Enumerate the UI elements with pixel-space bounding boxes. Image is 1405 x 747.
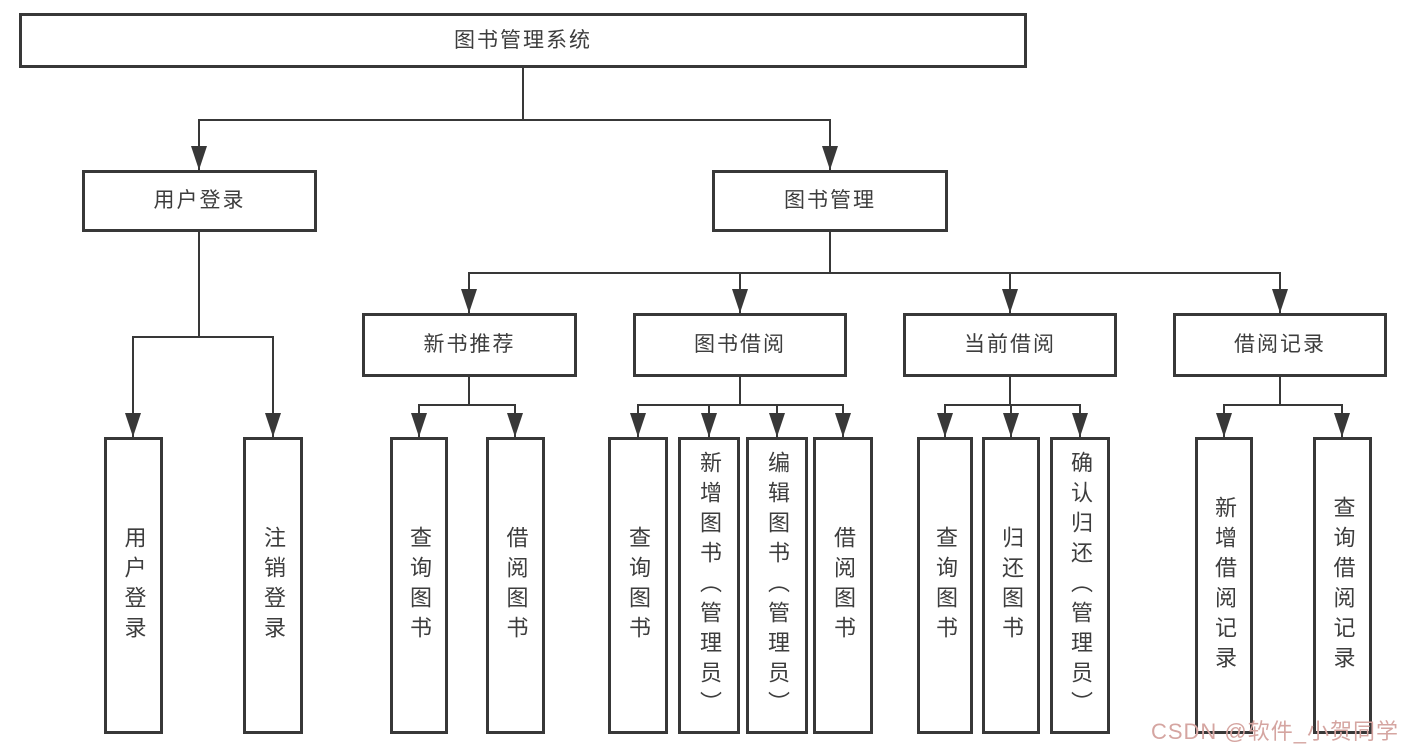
arrowhead-icon [461, 289, 477, 313]
node-edit-books-admin: 编辑图书（管理员） [746, 437, 808, 734]
arrowhead-icon [701, 413, 717, 437]
connector-current-borrowing-split [944, 404, 1081, 406]
node-query-books-recommend: 查询图书 [390, 437, 448, 734]
node-borrow-books-recommend: 借阅图书 [486, 437, 545, 734]
node-query-borrow-record: 查询借阅记录 [1313, 437, 1372, 734]
node-query-books-current: 查询图书 [917, 437, 973, 734]
arrowhead-icon [411, 413, 427, 437]
connector-borrowing-records-stem [1279, 377, 1281, 405]
arrowhead-icon [769, 413, 785, 437]
arrowhead-icon [1072, 413, 1088, 437]
node-current-borrowing: 当前借阅 [903, 313, 1117, 377]
node-borrowing-records: 借阅记录 [1173, 313, 1387, 377]
node-query-books-borrowing: 查询图书 [608, 437, 668, 734]
arrowhead-icon [937, 413, 953, 437]
connector-new-book-split [418, 404, 516, 406]
arrowhead-icon [630, 413, 646, 437]
node-logout: 注销登录 [243, 437, 303, 734]
connector-book-borrowing-split [637, 404, 843, 406]
connector-drop-logout-leaf [272, 336, 274, 437]
connector-user-login-split [132, 336, 274, 338]
arrowhead-icon [1003, 413, 1019, 437]
watermark: CSDN @软件_小贺同学 [1150, 719, 1399, 744]
connector-book-borrowing-stem [739, 377, 741, 405]
arrowhead-icon [835, 413, 851, 437]
connector-drop-user-login [198, 119, 200, 170]
arrowhead-icon [125, 413, 141, 437]
arrowhead-icon [507, 413, 523, 437]
node-user-login-branch: 用户登录 [82, 170, 317, 232]
arrowhead-icon [732, 289, 748, 313]
connector-root-stem [522, 68, 524, 120]
node-book-borrowing: 图书借阅 [633, 313, 847, 377]
arrowhead-icon [822, 146, 838, 170]
connector-user-login-stem [198, 232, 200, 337]
connector-book-management-split [468, 272, 1281, 274]
node-library-management-system: 图书管理系统 [19, 13, 1027, 68]
node-user-login: 用户登录 [104, 437, 163, 734]
connector-drop-user-login-leaf [132, 336, 134, 437]
node-new-book-recommendation: 新书推荐 [362, 313, 577, 377]
arrowhead-icon [1334, 413, 1350, 437]
arrowhead-icon [265, 413, 281, 437]
connector-current-borrowing-stem [1009, 377, 1011, 405]
node-borrow-books: 借阅图书 [813, 437, 873, 734]
connector-drop-book-management [829, 119, 831, 170]
node-book-management: 图书管理 [712, 170, 948, 232]
node-return-books: 归还图书 [982, 437, 1040, 734]
arrowhead-icon [1002, 289, 1018, 313]
connector-borrowing-records-split [1223, 404, 1343, 406]
arrowhead-icon [191, 146, 207, 170]
node-confirm-return-admin: 确认归还（管理员） [1050, 437, 1110, 734]
node-add-books-admin: 新增图书（管理员） [678, 437, 740, 734]
connector-new-book-stem [468, 377, 470, 405]
node-add-borrow-record: 新增借阅记录 [1195, 437, 1253, 734]
connector-book-management-stem [829, 232, 831, 273]
arrowhead-icon [1216, 413, 1232, 437]
connector-root-split [198, 119, 830, 121]
arrowhead-icon [1272, 289, 1288, 313]
